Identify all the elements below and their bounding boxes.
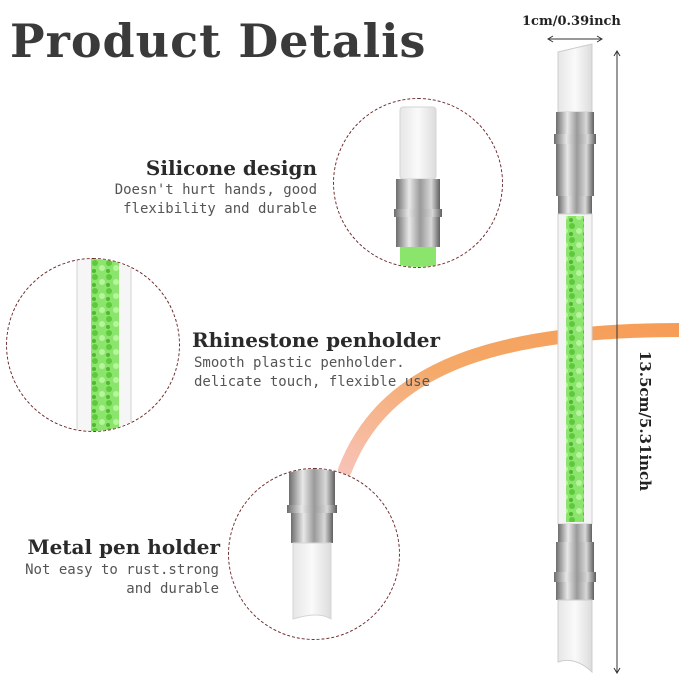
length-dimension-label: 13.5cm/5.31inch <box>636 350 655 492</box>
page-title: Product Detalis <box>10 14 427 68</box>
width-dimension-label: 1cm/0.39inch <box>522 14 621 29</box>
feature-desc-metal-line2: and durable <box>126 581 219 597</box>
feature-title-metal: Metal pen holder <box>27 535 220 559</box>
feature-desc-silicone-line2: flexibility and durable <box>123 201 317 217</box>
length-dimension-arrow <box>613 50 621 674</box>
metal-holder-detail-circle <box>228 468 400 640</box>
rhinestone-detail-circle <box>6 258 180 432</box>
feature-desc-rhinestone-line1: Smooth plastic penholder. <box>194 355 405 371</box>
rhinestone-holder-image <box>76 259 132 431</box>
feature-title-rhinestone: Rhinestone penholder <box>192 328 441 352</box>
metal-holder-image <box>287 469 337 620</box>
silicone-detail-circle <box>333 98 503 268</box>
feature-desc-silicone-line1: Doesn't hurt hands, good <box>114 182 317 198</box>
width-dimension-arrow <box>547 35 603 43</box>
feature-desc-metal-line1: Not easy to rust.strong <box>25 562 219 578</box>
feature-title-silicone: Silicone design <box>145 156 317 180</box>
silicone-tip-image <box>394 106 442 267</box>
feature-desc-rhinestone-line2: delicate touch, flexible use <box>194 374 431 390</box>
pen-illustration <box>554 43 596 674</box>
